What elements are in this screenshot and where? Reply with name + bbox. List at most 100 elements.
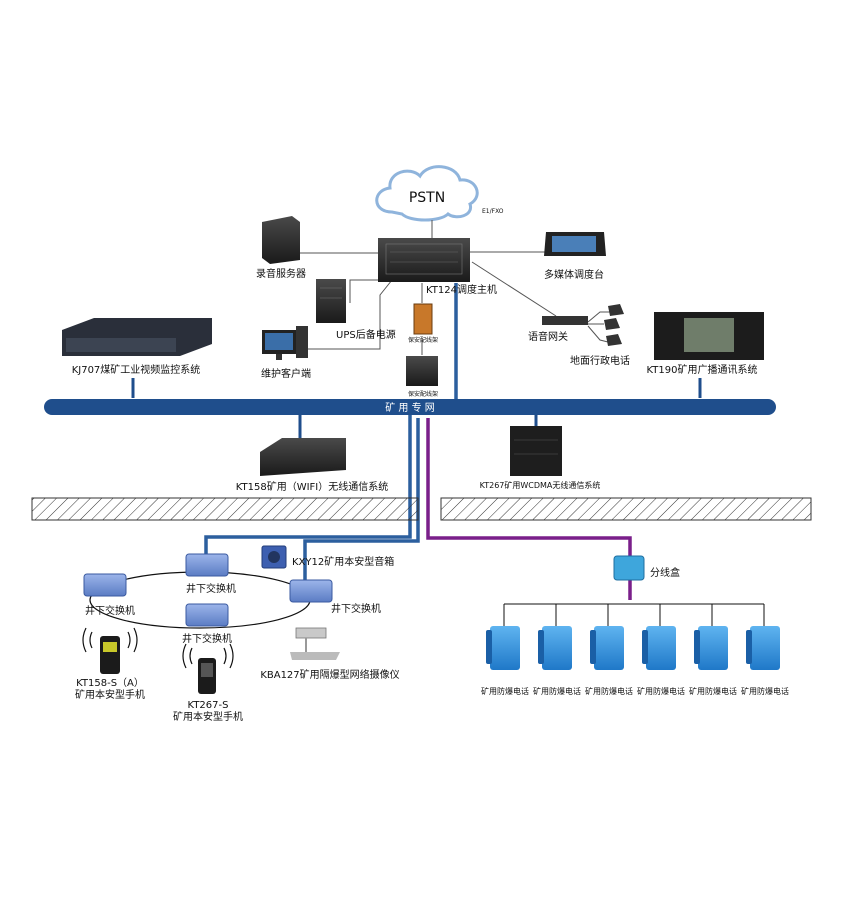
- broadcast-label: KT190矿用广播通讯系统: [647, 363, 758, 376]
- host-label: KT124调度主机: [426, 283, 497, 296]
- explosion-proof-phone-icon: [750, 626, 780, 670]
- multimedia-device: 多媒体调度台: [544, 232, 606, 281]
- frame-icon: [413, 303, 433, 335]
- switch-left: 井下交换机: [83, 573, 135, 617]
- ups-device: UPS后备电源: [316, 279, 396, 341]
- phone-label: 矿用防爆电话: [741, 686, 789, 696]
- pc-tower-icon: [296, 326, 308, 358]
- link-client: [306, 279, 393, 350]
- camera-icon: [295, 627, 327, 639]
- junction-box-icon: [613, 555, 645, 581]
- signal-icon: [127, 627, 138, 653]
- explosion-proof-phone-icon: [698, 626, 728, 670]
- link-phone-1: [587, 311, 612, 323]
- handset-icon: [100, 636, 120, 674]
- wcdma-label: KT267矿用WCDMA无线通信系统: [480, 480, 601, 490]
- phone-icon-2: [604, 318, 620, 330]
- phone-1: 矿用防爆电话: [533, 626, 581, 696]
- video-label: KJ707煤矿工业视频监控系统: [72, 363, 201, 376]
- client-label: 维护客户端: [261, 367, 311, 380]
- ups-label: UPS后备电源: [336, 328, 396, 341]
- video-system: KJ707煤矿工业视频监控系统: [62, 318, 212, 376]
- core-links: [300, 251, 612, 355]
- frame-label-2: 保安配线架: [408, 390, 438, 398]
- wifi-base-station-icon: [260, 438, 346, 476]
- junction-box: 分线盒: [613, 555, 680, 581]
- frame-cabinet-icon: [406, 356, 438, 386]
- broadcast-system: KT190矿用广播通讯系统: [647, 312, 764, 376]
- explosion-proof-phone-icon: [594, 626, 624, 670]
- wcdma-cabinet-icon: [510, 426, 562, 476]
- signal-icon: [223, 643, 234, 669]
- backbone: 矿 用 专 网: [44, 399, 776, 415]
- phone-icon-3: [606, 334, 622, 346]
- camera-device: KBA127矿用隔爆型网络摄像仪: [260, 627, 400, 681]
- link-label: E1/FXO: [482, 208, 504, 215]
- switch-top: 井下交换机: [185, 553, 236, 595]
- recorder-device: 录音服务器: [256, 216, 306, 280]
- explosion-proof-phone-icon: [646, 626, 676, 670]
- system-drops: [131, 378, 702, 440]
- ground-surface: [31, 497, 812, 521]
- junction-box-label: 分线盒: [650, 566, 680, 579]
- phone-5: 矿用防爆电话: [741, 626, 789, 696]
- switch-label-1: 井下交换机: [85, 604, 135, 617]
- wifi-system: KT158矿用（WIFI）无线通信系统: [236, 438, 389, 493]
- frame-device-2: 保安配线架: [406, 356, 438, 398]
- handset-b-desc: 矿用本安型手机: [173, 710, 243, 723]
- explosion-proof-phones: 矿用防爆电话 矿用防爆电话 矿用防爆电话 矿用防爆电话 矿用防爆电话 矿用防爆电…: [481, 626, 789, 696]
- backbone-bar: [44, 399, 776, 415]
- camera-label: KBA127矿用隔爆型网络摄像仪: [260, 668, 399, 681]
- host-device: KT124调度主机: [378, 238, 497, 296]
- ground-right: [440, 497, 812, 521]
- switch-icon: [185, 603, 229, 627]
- gateway-device: 语音网关: [528, 316, 588, 343]
- explosion-proof-phone-icon: [542, 626, 572, 670]
- phone-bus: [503, 603, 765, 626]
- switch-bottom: 井下交换机: [182, 603, 232, 645]
- switch-label-2: 井下交换机: [331, 602, 381, 615]
- phone-label: 矿用防爆电话: [637, 686, 685, 696]
- cloud-icon: [375, 165, 479, 222]
- ground-phone-label: 地面行政电话: [570, 354, 630, 367]
- cable-underground-blue: [204, 418, 412, 555]
- handset-a: KT158-S（A） 矿用本安型手机: [75, 627, 145, 701]
- speaker-label: KXY12矿用本安型音箱: [292, 555, 394, 568]
- server-icon: [262, 216, 300, 264]
- ups-icon: [316, 279, 346, 323]
- handset-a-desc: 矿用本安型手机: [75, 688, 145, 701]
- wcdma-system: KT267矿用WCDMA无线通信系统: [480, 426, 601, 490]
- backbone-label: 矿 用 专 网: [385, 401, 435, 414]
- frame-label-1: 保安配线架: [408, 336, 438, 344]
- phone-2: 矿用防爆电话: [585, 626, 633, 696]
- client-device: 维护客户端: [261, 326, 311, 380]
- multimedia-label: 多媒体调度台: [544, 268, 604, 281]
- handset-b: KT267-S 矿用本安型手机: [173, 643, 243, 723]
- phone-0: 矿用防爆电话: [481, 626, 529, 696]
- phone-label: 矿用防爆电话: [533, 686, 581, 696]
- switch-icon: [289, 579, 333, 603]
- frame-device-1: 保安配线架: [408, 303, 438, 344]
- phone-label: 矿用防爆电话: [481, 686, 529, 696]
- gateway-label: 语音网关: [528, 330, 568, 343]
- cloud-label: PSTN: [409, 190, 445, 206]
- phone-4: 矿用防爆电话: [689, 626, 737, 696]
- phone-icon-1: [608, 304, 624, 316]
- switch-icon: [185, 553, 229, 577]
- wifi-label: KT158矿用（WIFI）无线通信系统: [236, 480, 389, 493]
- signal-icon: [82, 627, 93, 653]
- handset-b-model: KT267-S: [188, 700, 229, 711]
- cable-underground-blue-2: [303, 418, 420, 580]
- link-phone-3: [587, 325, 609, 343]
- phone-label: 矿用防爆电话: [585, 686, 633, 696]
- phone-3: 矿用防爆电话: [637, 626, 685, 696]
- phone-label: 矿用防爆电话: [689, 686, 737, 696]
- gateway-icon: [542, 316, 588, 325]
- switch-label-0: 井下交换机: [186, 582, 236, 595]
- signal-icon: [182, 643, 193, 669]
- handset-a-model: KT158-S（A）: [76, 677, 144, 689]
- link-gateway: [471, 261, 557, 317]
- ground-left: [31, 497, 419, 521]
- switch-right: 井下交换机: [289, 579, 381, 615]
